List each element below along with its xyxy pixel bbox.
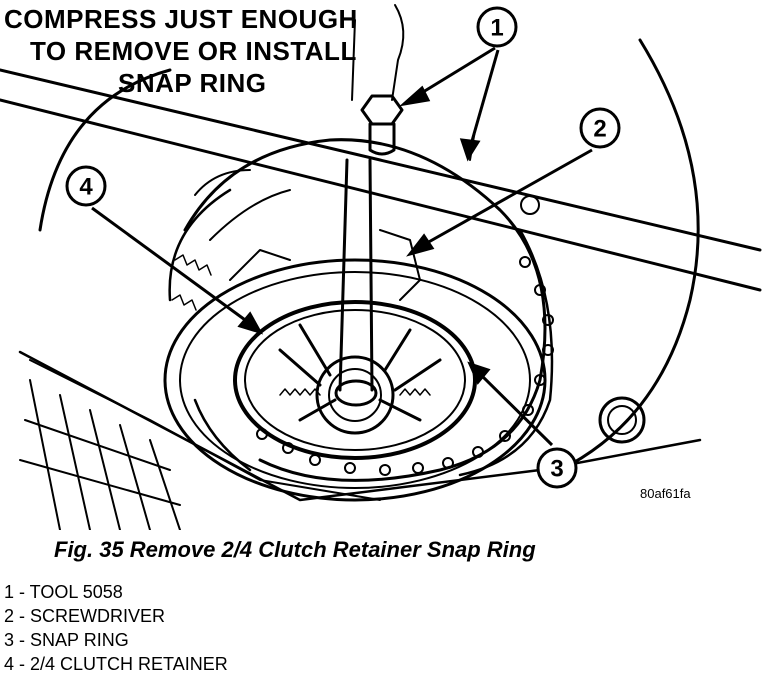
case-plug — [598, 396, 646, 444]
screwdriver-shaft — [338, 158, 374, 392]
clutch-tabs — [171, 254, 212, 311]
figure-caption: Fig. 35 Remove 2/4 Clutch Retainer Snap … — [54, 537, 536, 562]
case-outer-rim — [18, 350, 702, 502]
callout-4-circle — [65, 165, 107, 207]
illustration: 1 2 3 4 — [0, 4, 762, 531]
lower-case-grid — [19, 379, 181, 531]
bar-bolt — [520, 195, 540, 215]
annotation-line-1: COMPRESS JUST ENOUGH — [4, 4, 358, 34]
case-outline — [38, 38, 700, 472]
legend-item: 4 - 2/4 CLUTCH RETAINER — [4, 654, 228, 674]
legend: 1 - TOOL 5058 2 - SCREWDRIVER 3 - SNAP R… — [4, 580, 228, 676]
transmission-drawing: 1 2 3 4 — [0, 4, 762, 531]
annotation-line-2: TO REMOVE OR INSTALL — [30, 36, 357, 66]
image-code: 80af61fa — [640, 486, 691, 501]
bolt-flange — [168, 188, 554, 477]
tool-bolt-head — [360, 94, 404, 126]
legend-item: 2 - SCREWDRIVER — [4, 606, 166, 626]
clutch-drum — [163, 258, 547, 502]
callout-1-circle — [476, 6, 518, 48]
callout-4-label: 4 — [79, 174, 93, 201]
callout-3-circle — [536, 447, 578, 489]
callout-3-label: 3 — [550, 456, 563, 483]
callout-1-label: 1 — [490, 15, 503, 42]
retainer-spokes — [278, 323, 442, 422]
housing-opening — [183, 138, 547, 482]
legend-item: 1 - TOOL 5058 — [4, 582, 123, 602]
legend-item: 3 - SNAP RING — [4, 630, 129, 650]
callout-2-circle — [579, 107, 621, 149]
callout-2-label: 2 — [593, 116, 606, 143]
snap-ring — [233, 300, 477, 460]
compressor-bar — [0, 68, 762, 292]
annotation-line-3: SNAP RING — [118, 68, 267, 98]
gear-teeth — [279, 388, 431, 396]
center-hub — [315, 355, 395, 435]
